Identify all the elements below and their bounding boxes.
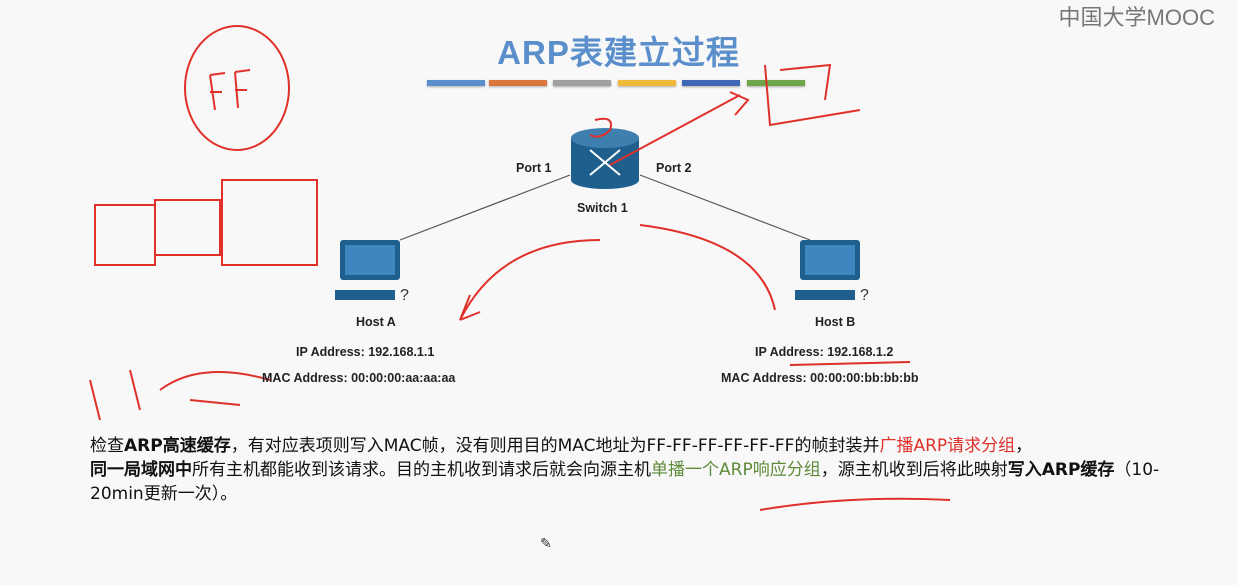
- svg-text:?: ?: [860, 287, 869, 304]
- slide-title: ARP表建立过程: [497, 34, 740, 71]
- host-b-mac: MAC Address: 00:00:00:bb:bb:bb: [721, 371, 919, 385]
- mooc-logo: 中国大学MOOC: [1058, 5, 1215, 30]
- text-bold: 写入ARP缓存: [1007, 460, 1115, 480]
- host-a-ip: IP Address: 192.168.1.1: [296, 345, 435, 359]
- host-b-name: Host B: [815, 315, 856, 329]
- description-paragraph: 检查ARP高速缓存，有对应表项则写入MAC帧，没有则用目的MAC地址为FF-FF…: [90, 434, 1190, 506]
- port-2-label: Port 2: [656, 161, 692, 175]
- text: （10-20min更新一次）。: [90, 460, 1160, 504]
- color-bar-1: [427, 80, 485, 86]
- text-green: 单播一个ARP响应分组: [651, 460, 821, 480]
- host-b-computer-icon: ?: [795, 240, 869, 304]
- switch-label: Switch 1: [577, 201, 628, 215]
- host-b-ip: IP Address: 192.168.1.2: [755, 345, 894, 359]
- switch-icon: [571, 128, 639, 189]
- text-bold: ARP高速缓存: [124, 436, 231, 456]
- port-1-label: Port 1: [516, 161, 552, 175]
- pen-cursor-icon: ✎: [540, 535, 552, 551]
- svg-text:?: ?: [400, 287, 409, 304]
- link-host-b: [639, 174, 811, 241]
- text: 检查: [90, 436, 124, 456]
- color-bar-6: [747, 80, 805, 86]
- text: ，源主机收到后将此映射: [820, 460, 1008, 480]
- color-bar-5: [682, 80, 740, 86]
- color-bar-4: [618, 80, 676, 86]
- host-a-name: Host A: [356, 315, 396, 329]
- text: ，有对应表项则写入MAC帧，没有则用目的MAC地址为FF-FF-FF-FF-FF…: [230, 436, 880, 456]
- link-host-a: [399, 174, 571, 241]
- text-red: 广播ARP请求分组: [879, 436, 1016, 456]
- handwritten-annotations: [89, 25, 951, 511]
- color-bar-2: [489, 80, 547, 86]
- text-bold: 同一局域网中: [90, 460, 192, 480]
- text: ，: [1015, 436, 1033, 456]
- host-a-mac: MAC Address: 00:00:00:aa:aa:aa: [262, 371, 456, 385]
- color-bar-3: [553, 80, 611, 86]
- text: 所有主机都能收到该请求。目的主机收到请求后就会向源主机: [192, 460, 651, 480]
- host-a-computer-icon: ?: [335, 240, 409, 304]
